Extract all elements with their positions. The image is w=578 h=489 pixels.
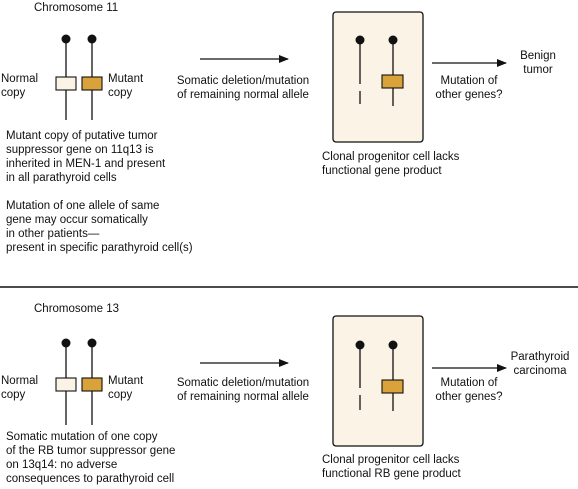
panel1-chromosome-label: Chromosome 11 <box>34 2 119 14</box>
panel1-chromosome-pair <box>55 34 103 120</box>
panel1-arrow-other-genes-label: Mutation of other genes? <box>435 75 503 101</box>
panel1-cell-caption: Clonal progenitor cell lacks functional … <box>322 151 460 177</box>
panel2-chromosome-pair <box>55 338 103 425</box>
panel1-progenitor-cell <box>332 11 424 143</box>
panel1-outcome-label: Benign tumor <box>520 50 556 76</box>
panel2-normal-label: Normal copy <box>1 375 39 401</box>
panel1-inherited-note: Mutant copy of putative tumor suppressor… <box>6 130 166 184</box>
panel2-somatic-note: Somatic mutation of one copy of the RB t… <box>6 431 176 485</box>
panel1-mutant-allele <box>81 76 103 91</box>
panel1-somatic-note: Mutation of one allele of same gene may … <box>6 200 193 254</box>
panel1-mutant-label: Mutant copy <box>108 73 144 99</box>
panel2-outcome-label: Parathyroid carcinoma <box>510 351 570 377</box>
panel2-normal-allele <box>55 377 77 392</box>
panel2-progenitor-cell <box>332 315 424 447</box>
panel2-chromosome-label: Chromosome 13 <box>34 303 120 315</box>
panel2-mutant-label: Mutant copy <box>108 375 144 401</box>
panel2-arrow-deletion-label: Somatic deletion/mutation of remaining n… <box>176 377 310 403</box>
panel1-normal-label: Normal copy <box>1 73 39 99</box>
panel2-mutant-allele <box>81 377 103 392</box>
panel2-arrow-other-genes-label: Mutation of other genes? <box>435 377 503 403</box>
panel1-normal-allele <box>55 76 77 91</box>
panel2-cell-caption: Clonal progenitor cell lacks functional … <box>322 454 461 480</box>
panel1-arrow-deletion-label: Somatic deletion/mutation of remaining n… <box>176 75 310 101</box>
